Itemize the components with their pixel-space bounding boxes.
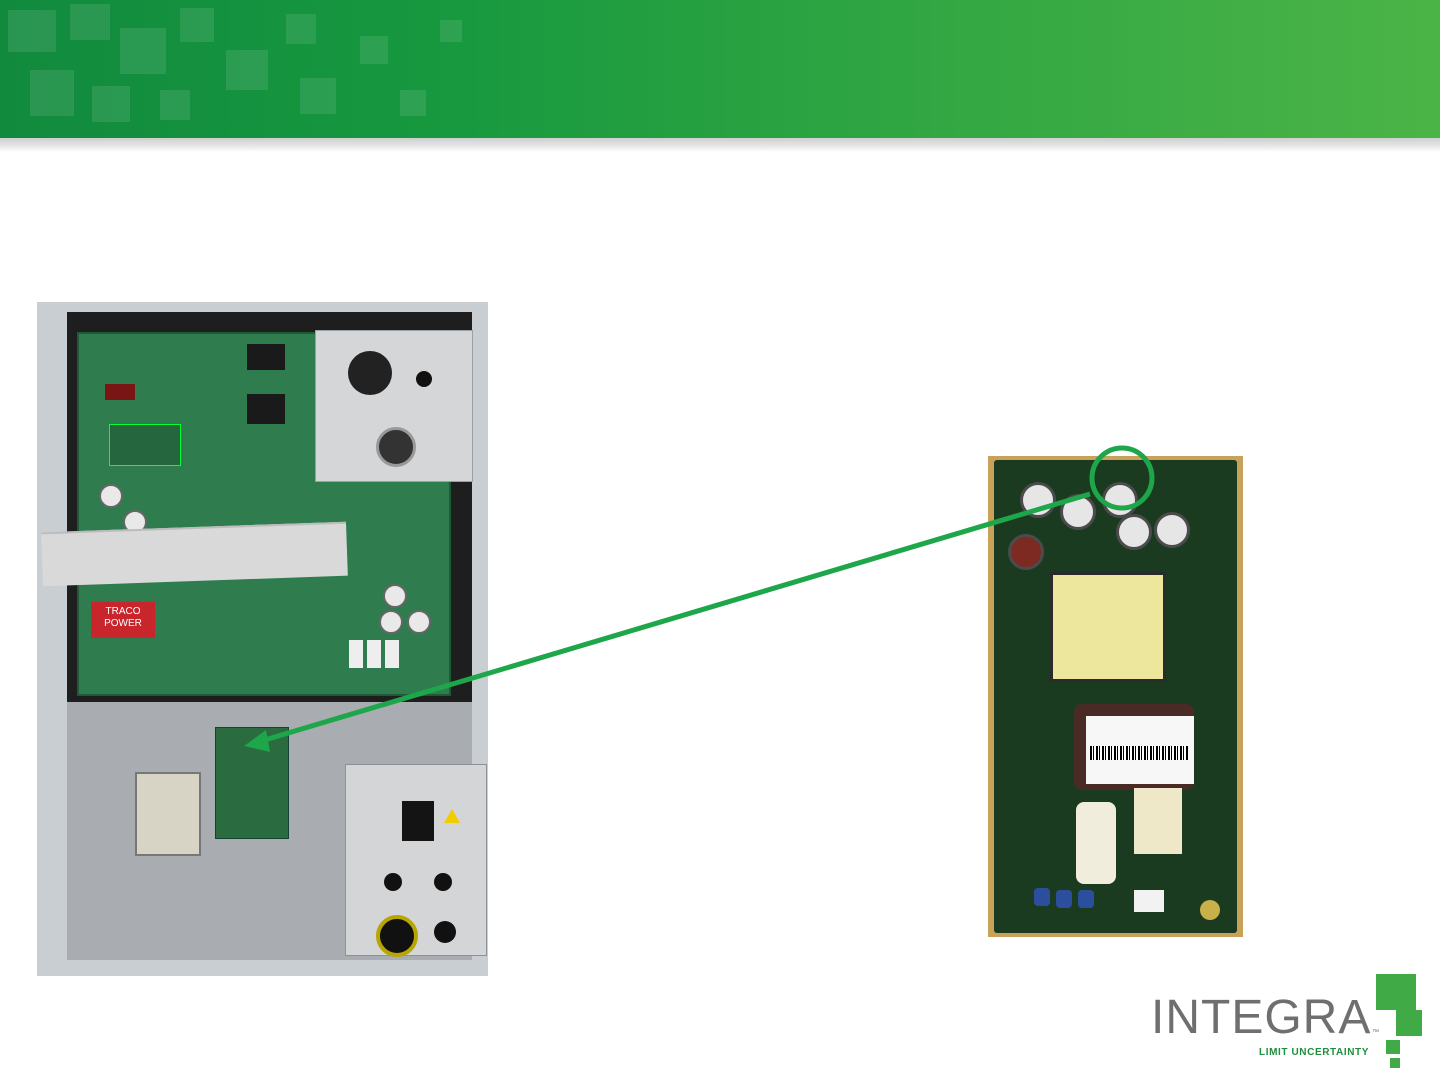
fuse-holder-icon <box>434 873 452 891</box>
transformer <box>1050 572 1166 682</box>
ribbon-cable <box>41 522 348 587</box>
connector-icon <box>376 427 416 467</box>
mains-switch-box <box>345 764 487 956</box>
power-supply-closeup-photo <box>988 456 1243 937</box>
integra-logo: INTEGRA ™ LIMIT UNCERTAINTY <box>1150 970 1432 1070</box>
header-banner <box>0 0 1440 138</box>
output-inductor <box>1076 802 1116 884</box>
power-switch-icon <box>402 801 434 841</box>
logo-trademark: ™ <box>1372 1029 1379 1036</box>
psu-board <box>994 460 1237 933</box>
warning-icon <box>444 809 460 823</box>
logo-square-icon <box>1390 1058 1400 1068</box>
logo-square-icon <box>1396 1010 1422 1036</box>
cable-gland-icon <box>376 915 418 957</box>
fuse-holder-icon <box>384 873 402 891</box>
header-shadow <box>0 138 1440 152</box>
lower-bay <box>67 702 472 960</box>
logo-tagline: LIMIT UNCERTAINTY <box>1259 1047 1369 1058</box>
traco-power-module: TRACO POWER <box>91 602 155 638</box>
logo-wordmark: INTEGRA <box>1151 990 1371 1046</box>
line-filter <box>135 772 201 856</box>
banner-tile-pattern <box>0 0 520 138</box>
label-sticker <box>1086 716 1194 784</box>
cable-gland-icon <box>434 921 456 943</box>
logo-square-icon <box>1386 1040 1400 1054</box>
speaker-panel <box>315 330 473 482</box>
power-supply-board <box>215 727 289 839</box>
instrument-interior-photo: TRACO POWER <box>37 302 488 976</box>
barcode <box>1090 746 1188 760</box>
logo-square-icon <box>1376 974 1416 1010</box>
speaker-icon <box>348 351 392 395</box>
